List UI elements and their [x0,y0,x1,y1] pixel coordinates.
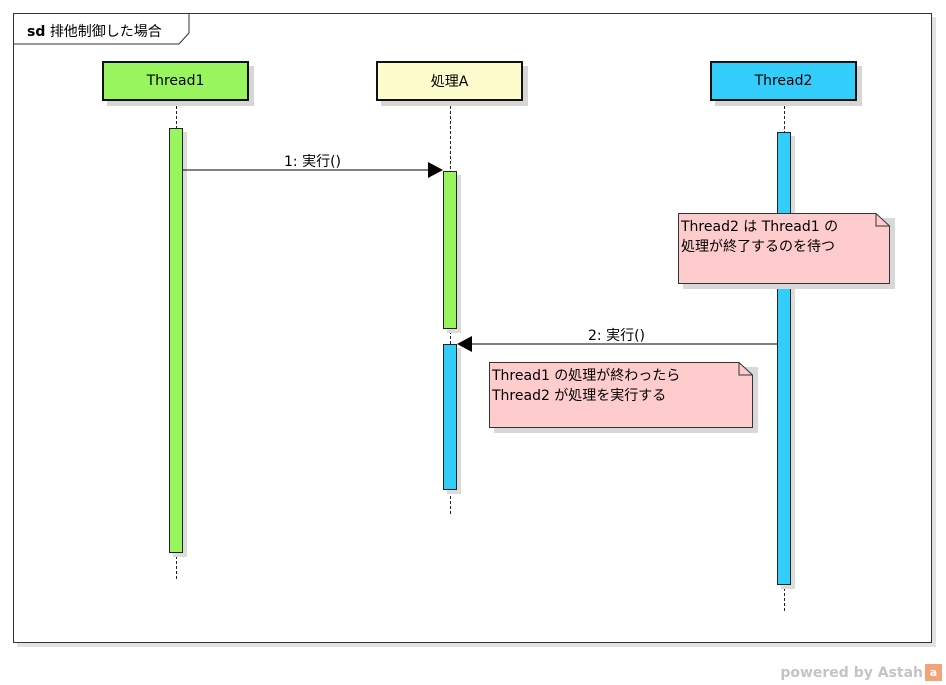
message-1-label[interactable]: 1: 実行() [284,154,341,170]
frame-title: sd 排他制御した場合 [27,21,162,41]
lifeline-process-a[interactable]: 処理A [376,61,523,101]
message-2-label[interactable]: 2: 実行() [588,328,645,344]
lifeline-thread1-label: Thread1 [146,73,205,89]
note-thread2-executes-line2: Thread2 が処理を実行する [492,388,667,404]
message-2-arrow [457,336,777,352]
note-thread2-executes[interactable]: Thread1 の処理が終わったら Thread2 が処理を実行する [489,362,758,433]
lifeline-thread2-label: Thread2 [754,73,813,89]
message-1-arrow [183,162,443,178]
astah-watermark: powered by Astah a [780,664,942,681]
lifeline-process-a-label: 処理A [430,74,469,90]
frame-name: 排他制御した場合 [49,24,162,40]
lifeline-thread1[interactable]: Thread1 [102,61,249,101]
watermark-text: powered by Astah [780,664,923,681]
activation-process-a-2[interactable] [443,344,457,490]
sequence-diagram-frame [13,13,932,643]
frame-kind: sd [27,24,46,40]
note-thread2-waits-line2: 処理が終了するのを待つ [681,239,835,255]
note-thread2-executes-line1: Thread1 の処理が終わったら [492,368,681,384]
astah-logo-icon: a [925,664,942,681]
note-thread2-waits[interactable]: Thread2 は Thread1 の 処理が終了するのを待つ [678,213,895,289]
note-thread2-waits-line1: Thread2 は Thread1 の [681,219,839,235]
lifeline-thread2[interactable]: Thread2 [710,61,857,101]
activation-thread1[interactable] [169,128,183,553]
activation-process-a-1[interactable] [443,171,457,329]
